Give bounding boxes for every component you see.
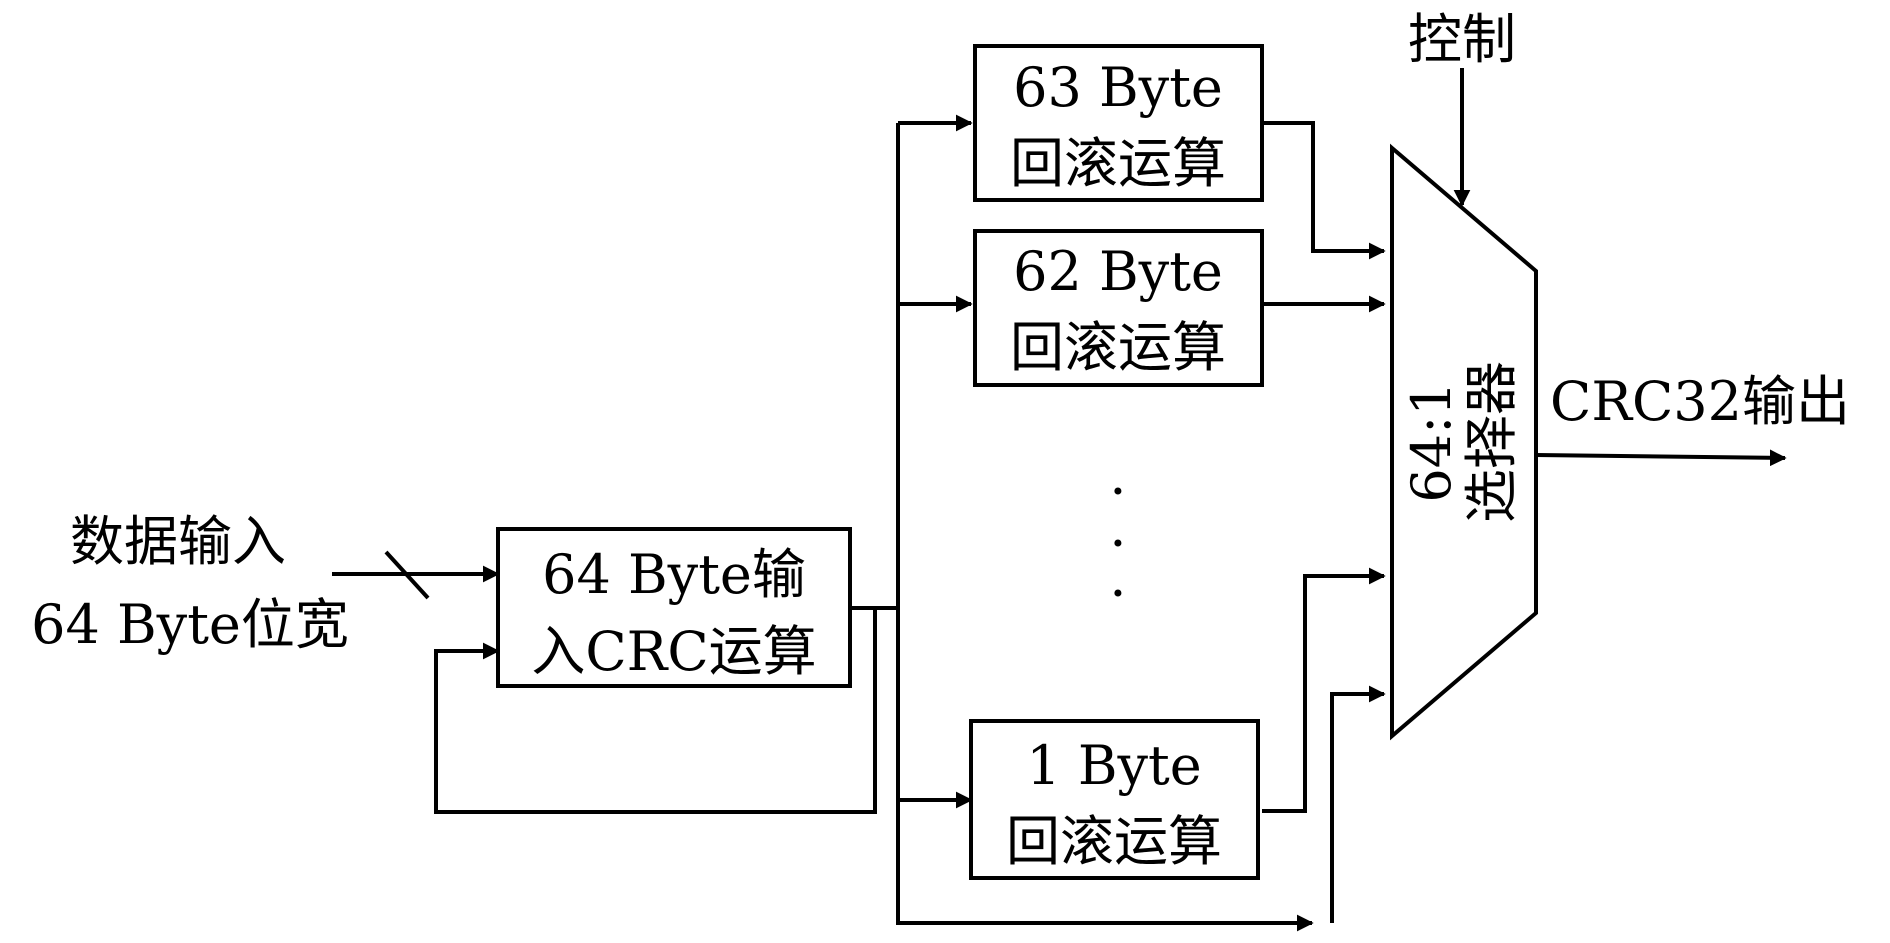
mux-label: 64:1 选择器 [1400,361,1523,523]
output-label: CRC32输出 [1550,370,1850,433]
bypass-to-mux [1330,685,1386,923]
ellipsis-3: · [1109,562,1126,625]
input-crc-block [496,527,852,688]
mux-label-selector: 选择器 [1460,361,1523,523]
input-crc-label-1: 64 Byte输 [542,543,806,606]
rollback-1-label-1: 1 Byte [1026,734,1201,797]
rollback-1byte-block [969,719,1260,880]
bus-width-slash [384,550,430,600]
rollback-63-label-1: 63 Byte [1013,56,1223,119]
rollback-1-label-2: 回滚运算 [1006,810,1222,873]
crc32-output-line [1535,449,1787,467]
data-width-label: 64 Byte位宽 [31,593,349,656]
rollback-63-label-2: 回滚运算 [1010,132,1226,195]
crc-output-bus [850,606,1072,925]
rollback-62-label-2: 回滚运算 [1010,316,1226,379]
ellipsis-1: · [1109,460,1126,523]
63byte-to-mux [1262,121,1386,260]
1byte-to-mux [1262,567,1386,813]
input-crc-label-2: 入CRC运算 [531,620,816,683]
mux-64to1 [1390,143,1538,741]
ellipsis-2: · [1109,512,1126,575]
rollback-62-label-1: 62 Byte [1013,240,1223,303]
control-label: 控制 [1408,8,1516,71]
mux-label-ratio: 64:1 [1400,381,1463,502]
rollback-62byte-block [973,229,1264,387]
rollback-63byte-block [973,44,1264,202]
data-input-label: 数据输入 [70,510,286,573]
